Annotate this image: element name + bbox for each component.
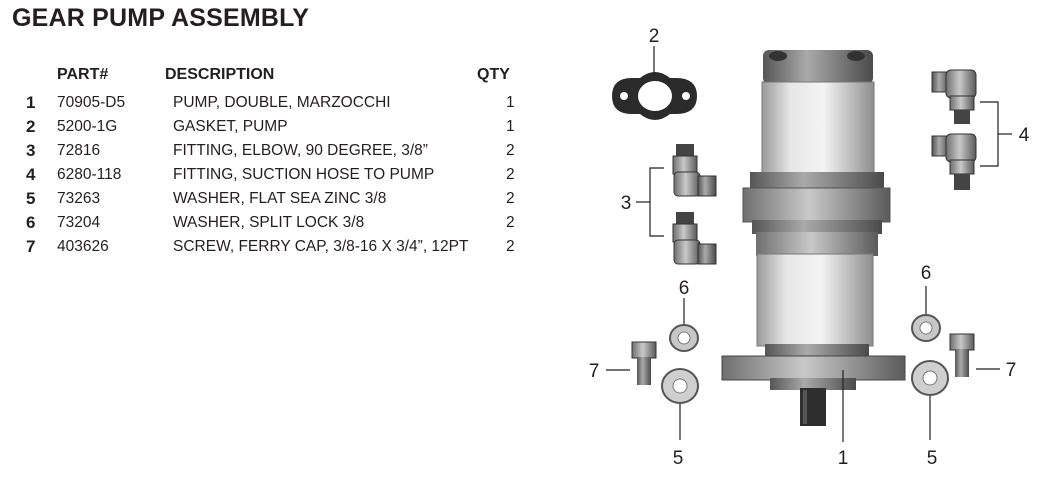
header-part: PART# (57, 66, 109, 83)
suction-fitting-lower (931, 133, 977, 190)
part-description: FITTING, SUCTION HOSE TO PUMP (173, 166, 435, 183)
item-number: 6 (26, 213, 36, 232)
item-number: 1 (26, 93, 36, 112)
screw-right (949, 333, 975, 377)
lock-washer-left (669, 324, 699, 352)
elbow-fitting-upper (672, 144, 717, 197)
part-number: 70905-D5 (57, 94, 126, 111)
table-row: 7 403626 SCREW, FERRY CAP, 3/8-16 X 3/4”, … (22, 237, 532, 262)
item-number: 5 (26, 189, 36, 208)
lock-washer-right (911, 314, 941, 342)
suction-fitting-upper (931, 69, 977, 124)
part-number: 72816 (57, 142, 101, 159)
table-row: 3 72816 FITTING, ELBOW, 90 DEGREE, 3/8” 2 (22, 141, 532, 166)
part-qty: 2 (506, 238, 515, 255)
callout-screw-right: 7 (1006, 360, 1017, 381)
part-qty: 2 (506, 142, 515, 159)
part-description: GASKET, PUMP (173, 118, 288, 135)
callout-flat-washer-left: 5 (673, 448, 684, 469)
part-description: SCREW, FERRY CAP, 3/8-16 X 3/4”, 12PT (173, 238, 469, 255)
item-number: 3 (26, 141, 36, 160)
table-body: 1 70905-D5 PUMP, DOUBLE, MARZOCCHI 1 2 5200-1… (22, 93, 532, 262)
part-number: 5200-1G (57, 118, 118, 135)
callout-lock-washer-left: 6 (679, 278, 690, 299)
part-qty: 1 (506, 94, 515, 111)
part-qty: 2 (506, 214, 515, 231)
callout-flat-washer-right: 5 (927, 448, 938, 469)
callout-suction-fittings: 4 (1019, 125, 1030, 146)
flat-washer-left (661, 368, 699, 404)
part-number: 403626 (57, 238, 109, 255)
part-description: WASHER, FLAT SEA ZINC 3/8 (173, 190, 387, 207)
header-description: DESCRIPTION (165, 66, 275, 83)
part-description: FITTING, ELBOW, 90 DEGREE, 3/8” (173, 142, 428, 159)
table-row: 2 5200-1G GASKET, PUMP 1 (22, 117, 532, 142)
gasket-image (612, 72, 697, 120)
part-description: PUMP, DOUBLE, MARZOCCHI (173, 94, 391, 111)
table-header: PART# DESCRIPTION QTY (22, 66, 532, 88)
part-description: WASHER, SPLIT LOCK 3/8 (173, 214, 365, 231)
callout-lock-washer-right: 6 (921, 263, 932, 284)
part-number: 6280-118 (57, 166, 122, 183)
table-row: 1 70905-D5 PUMP, DOUBLE, MARZOCCHI 1 (22, 93, 532, 118)
table-row: 4 6280-118 FITTING, SUCTION HOSE TO PUMP 2 (22, 165, 532, 190)
elbow-fitting-lower (672, 212, 717, 265)
part-qty: 1 (506, 118, 515, 135)
page-title: GEAR PUMP ASSEMBLY (12, 4, 310, 32)
exploded-parts-diagram: 2 3 4 6 6 7 7 5 5 1 (589, 26, 1030, 469)
part-number: 73204 (57, 214, 101, 231)
callout-screw-left: 7 (589, 361, 600, 382)
part-qty: 2 (506, 166, 515, 183)
callout-gasket: 2 (649, 26, 660, 47)
leader-lines (606, 46, 1012, 442)
part-number: 73263 (57, 190, 101, 207)
flat-washer-right (911, 360, 949, 396)
callout-elbows: 3 (621, 193, 632, 214)
header-qty: QTY (477, 66, 510, 83)
callout-pump: 1 (838, 448, 849, 469)
part-qty: 2 (506, 190, 515, 207)
table-row: 5 73263 WASHER, FLAT SEA ZINC 3/8 2 (22, 189, 532, 214)
item-number: 2 (26, 117, 36, 136)
pump-image (721, 50, 906, 426)
item-number: 7 (26, 237, 36, 256)
parts-table: PART# DESCRIPTION QTY 1 70905-D5 PUMP, DOU… (22, 66, 532, 262)
table-row: 6 73204 WASHER, SPLIT LOCK 3/8 2 (22, 213, 532, 238)
item-number: 4 (26, 165, 36, 184)
screw-left (631, 341, 657, 385)
